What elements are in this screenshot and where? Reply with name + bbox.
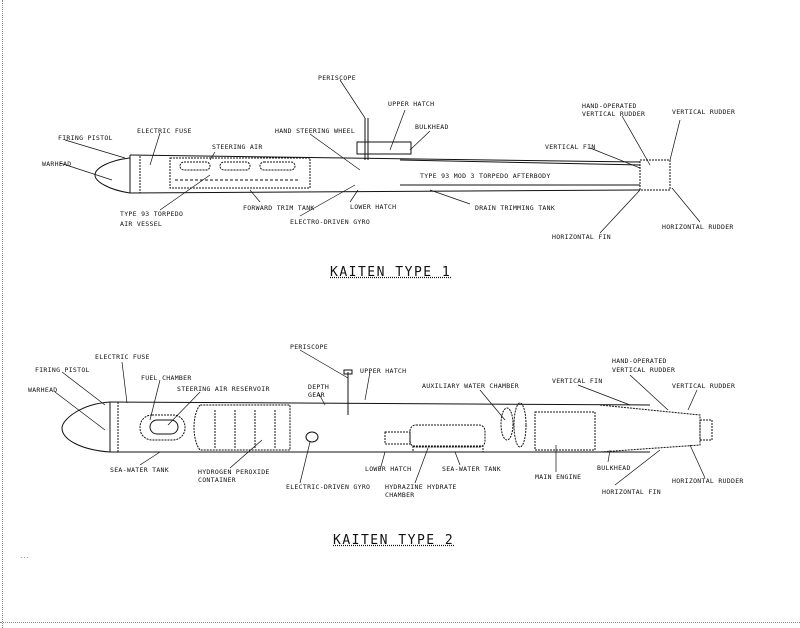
type1-hull-top: [129, 154, 641, 163]
type2-label-depth-gear-line1: Depth: [308, 383, 330, 391]
type1-leader-lines: [59, 79, 701, 234]
type1-conning-tower: [356, 141, 412, 155]
type1-label-vertical-rudder: Vertical Rudder: [672, 108, 736, 116]
type1-label-hand-steering-wheel: Hand Steering Wheel: [275, 127, 356, 135]
type2-label-hand-operated-rudder-line1: Hand-Operated: [612, 357, 667, 365]
type1-label-air-vessel-line1: Type 93 Torpedo: [120, 210, 184, 218]
type2-peroxide-container: [193, 404, 291, 451]
type2-label-fuel-chamber: Fuel Chamber: [141, 374, 192, 382]
type1-label-horizontal-fin: Horizontal Fin: [552, 233, 611, 241]
type2-leader-lines: [54, 349, 706, 486]
type1-label-lower-hatch: Lower Hatch: [350, 203, 397, 211]
type1-warhead-shape: [94, 157, 131, 194]
type2-aux-water-chamber: [500, 407, 514, 441]
type1-label-air-vessel-line2: Air Vessel: [120, 220, 163, 228]
type2-label-main-engine: Main Engine: [535, 473, 582, 481]
type2-label-steering-air-reservoir: Steering Air Reservoir: [177, 385, 270, 393]
type2-label-peroxide-line1: Hydrogen Peroxide: [198, 468, 270, 476]
type2-label-periscope: Periscope: [290, 343, 328, 351]
type2-warhead-shape: [61, 401, 111, 453]
type1-label-drain-trimming-tank: Drain Trimming Tank: [475, 204, 556, 212]
type1-label-hand-operated-rudder-line1: Hand-Operated: [582, 102, 637, 110]
type1-title: KAITEN TYPE 1: [330, 265, 452, 280]
type1-label-vertical-fin: Vertical Fin: [545, 143, 596, 151]
type2-label-bulkhead: Bulkhead: [597, 464, 631, 472]
type1-label-forward-trim-tank: Forward Trim Tank: [243, 204, 315, 212]
type2-hydrazine-chamber: [409, 424, 486, 448]
type1-label-periscope: Periscope: [318, 74, 356, 82]
type2-title: KAITEN TYPE 2: [333, 533, 455, 548]
type2-label-firing-pistol: Firing Pistol: [35, 366, 90, 374]
type2-gyro: [305, 431, 319, 443]
type2-tail: [599, 404, 701, 453]
type2-label-depth-gear-line2: Gear: [308, 391, 325, 399]
type2-label-hydrazine-line2: Chamber: [385, 491, 415, 499]
type2-main-engine: [534, 411, 596, 451]
type2-label-sea-water-tank-aft: Sea-Water Tank: [442, 465, 501, 473]
type2-label-vertical-rudder: Vertical Rudder: [672, 382, 736, 390]
type1-label-horizontal-rudder: Horizontal Rudder: [662, 223, 734, 231]
type2-label-horizontal-fin: Horizontal Fin: [602, 488, 661, 496]
kaiten-type-1-hull: [59, 79, 701, 234]
type1-label-torpedo-afterbody: Type 93 Mod 3 Torpedo Afterbody: [420, 172, 551, 180]
type2-label-lower-hatch: Lower Hatch: [365, 465, 412, 473]
type2-label-hydrazine-line1: Hydrazine Hydrate: [385, 483, 457, 491]
type1-label-upper-hatch: Upper Hatch: [388, 100, 435, 108]
type1-air-vessel: [169, 157, 311, 189]
type2-hull-top: [109, 401, 651, 406]
kaiten-type-2-hull: [54, 349, 713, 486]
page-border-bottom: [0, 622, 800, 623]
type2-label-auxiliary-water-chamber: Auxiliary Water Chamber: [422, 382, 519, 390]
type2-label-vertical-fin: Vertical Fin: [552, 377, 603, 385]
type1-label-warhead: Warhead: [42, 160, 72, 168]
type1-label-hand-operated-rudder-line2: Vertical Rudder: [582, 110, 646, 118]
type2-label-warhead: Warhead: [28, 386, 58, 394]
type2-fuel-chamber: [139, 414, 186, 441]
type1-tail: [639, 159, 671, 191]
type2-label-horizontal-rudder: Horizontal Rudder: [672, 477, 744, 485]
page-border-left: [2, 0, 3, 628]
type1-label-steering-air: Steering Air: [212, 143, 263, 151]
type2-label-peroxide-line2: Container: [198, 476, 236, 484]
type2-label-sea-water-tank-fwd: Sea-Water Tank: [110, 466, 169, 474]
type2-label-hand-operated-rudder-line2: Vertical Rudder: [612, 366, 676, 374]
type1-label-electric-fuse: Electric Fuse: [137, 127, 192, 135]
type1-label-firing-pistol: Firing Pistol: [58, 134, 113, 142]
type1-label-bulkhead: Bulkhead: [415, 123, 449, 131]
type2-sea-water-tank: [412, 445, 484, 453]
type2-label-upper-hatch: Upper Hatch: [360, 367, 407, 375]
page-mark: ---: [20, 555, 30, 561]
type1-label-electro-driven-gyro: Electro-Driven Gyro: [290, 218, 371, 226]
type2-label-electric-fuse: Electric Fuse: [95, 353, 150, 361]
type1-hull-bottom: [129, 189, 641, 194]
type2-label-electric-driven-gyro: Electric-Driven Gyro: [286, 483, 371, 491]
